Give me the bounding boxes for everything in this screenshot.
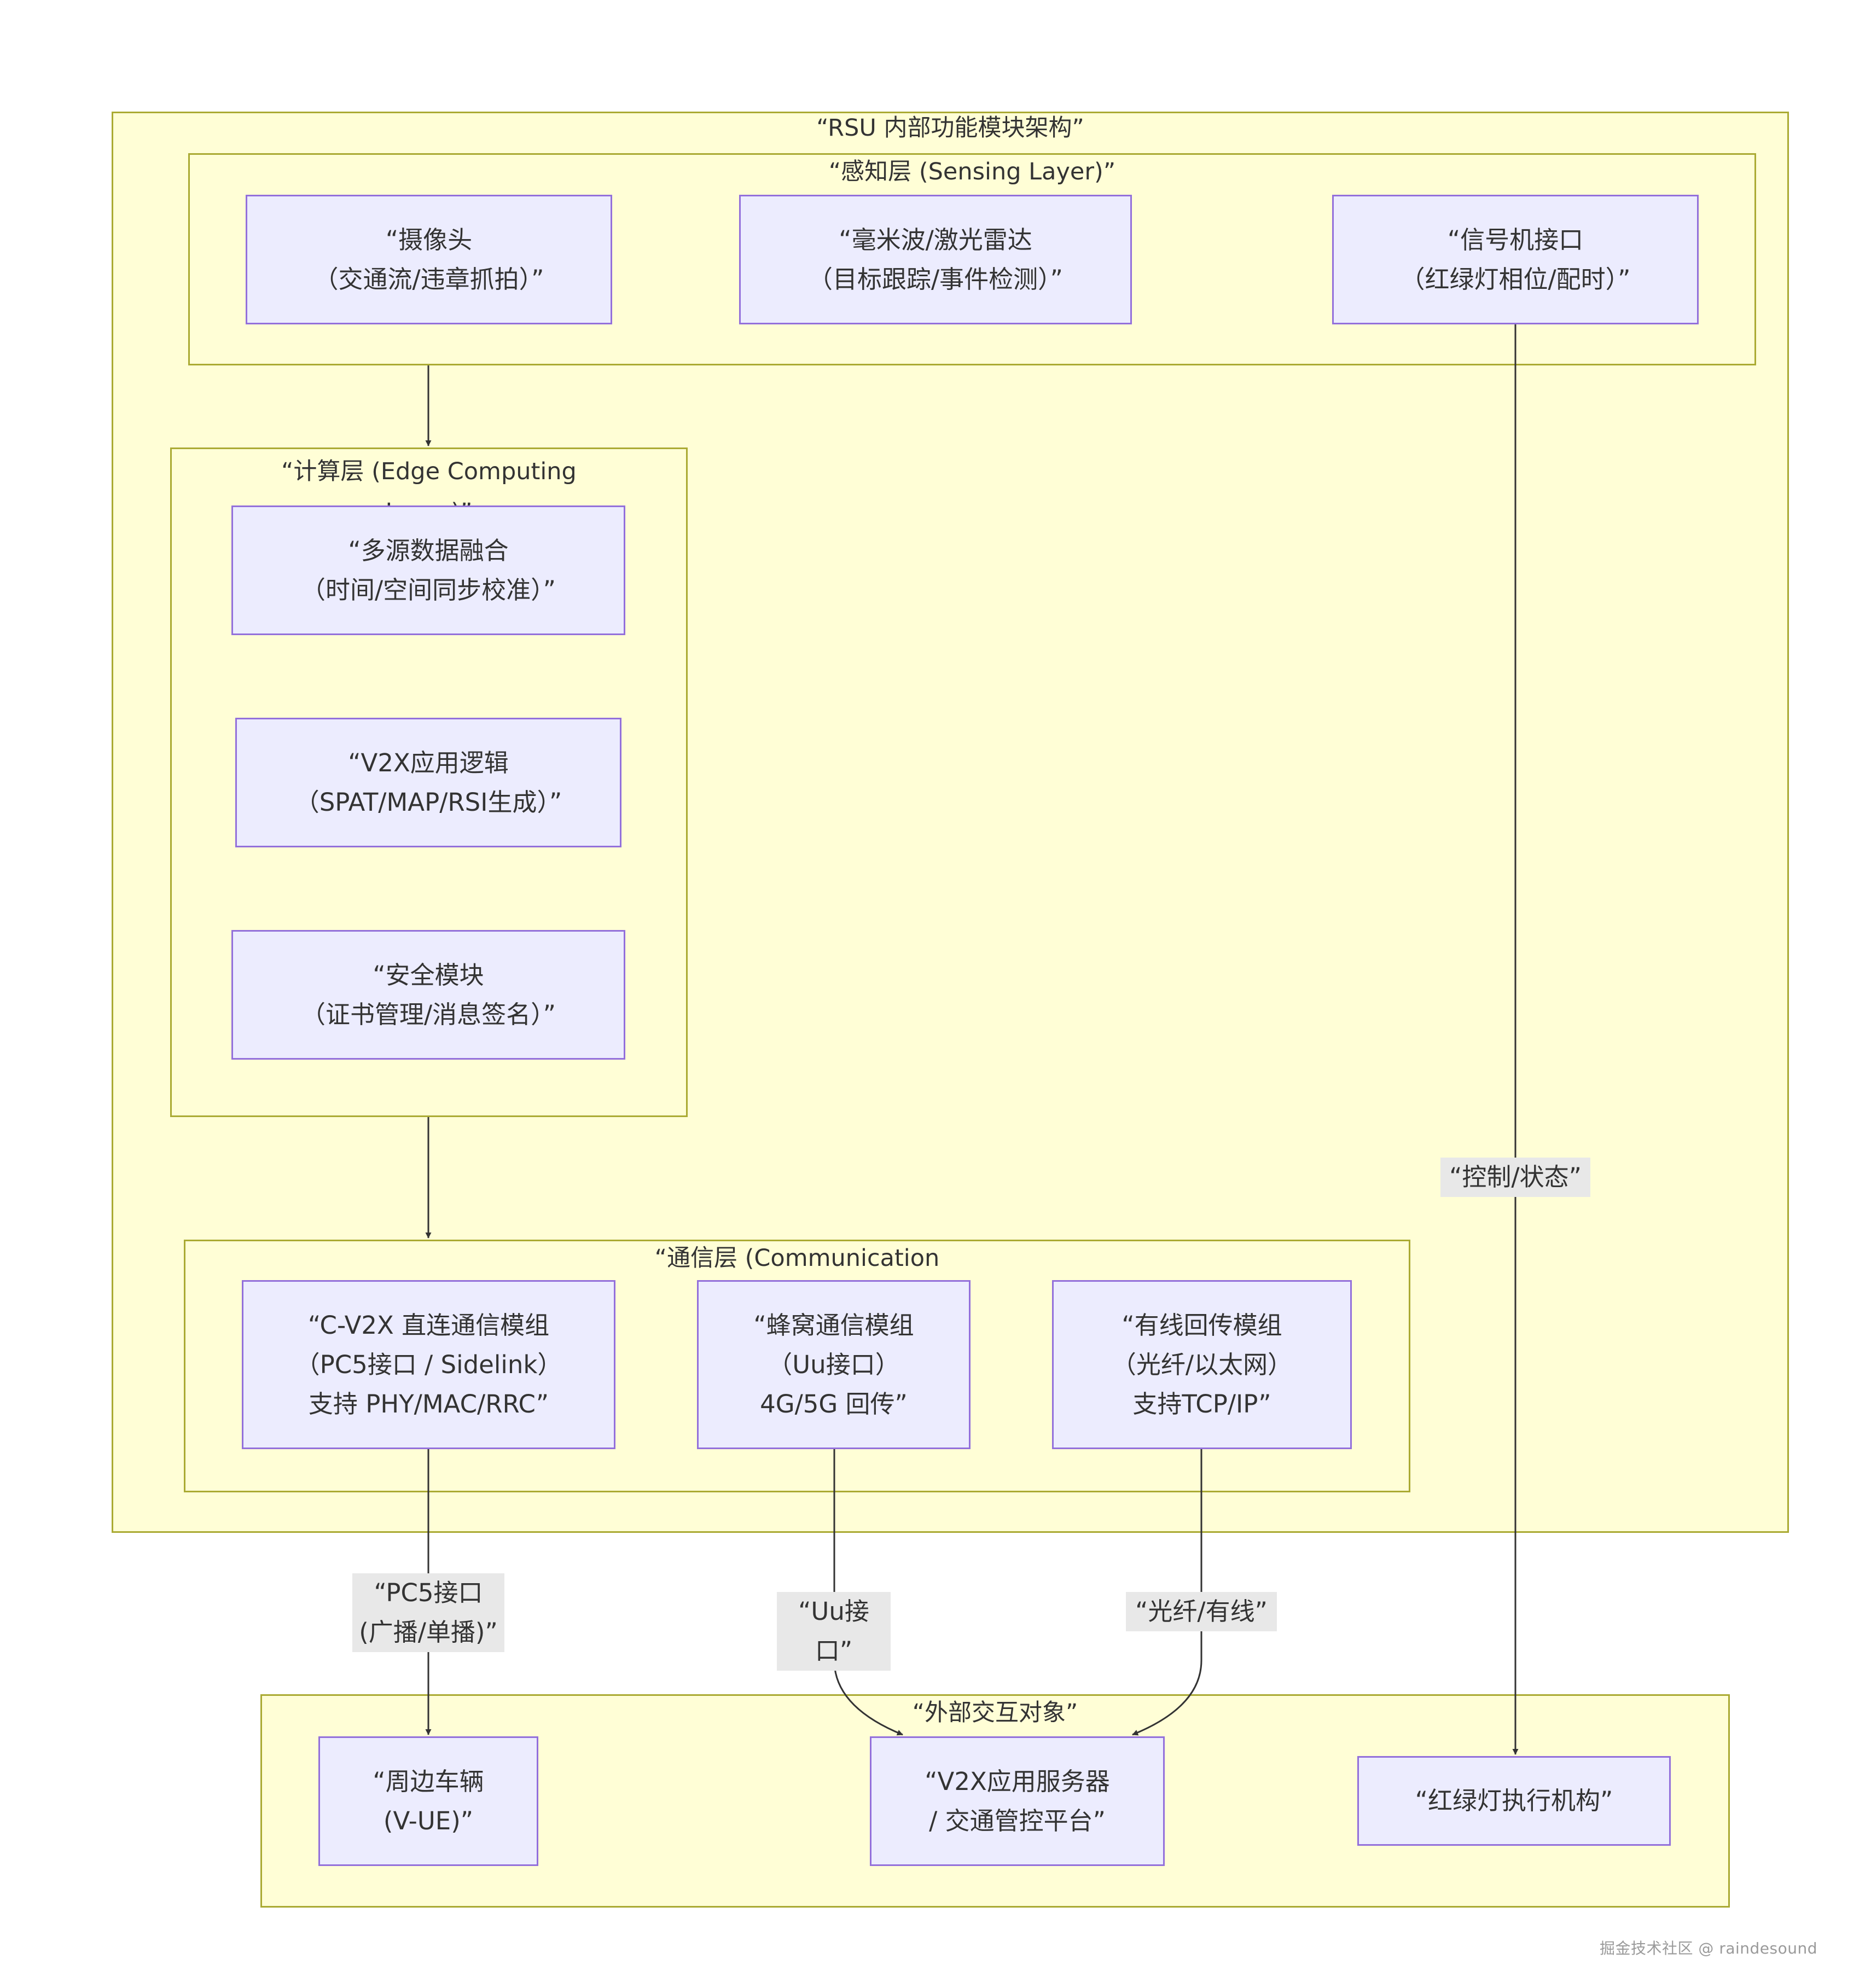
cluster-rsu-title: “RSU 内部功能模块架构” bbox=[816, 114, 1084, 142]
edge-label-fiber: “光纤/有线” bbox=[1126, 1592, 1277, 1631]
node-security: “安全模块 （证书管理/消息签名）” bbox=[231, 930, 625, 1060]
watermark: 掘金技术社区 @ raindesound bbox=[1600, 1939, 1817, 1957]
node-cellular: “蜂窝通信模组 （Uu接口） 4G/5G 回传” bbox=[697, 1280, 971, 1449]
node-v2x-logic: “V2X应用逻辑 （SPAT/MAP/RSI生成）” bbox=[235, 718, 621, 847]
edge-label-control-status: “控制/状态” bbox=[1440, 1158, 1590, 1197]
cluster-communication-title: “通信层 (Communication bbox=[654, 1245, 940, 1272]
cluster-sensing-title: “感知层 (Sensing Layer)” bbox=[828, 158, 1116, 185]
node-signal-interface: “信号机接口 （红绿灯相位/配时）” bbox=[1332, 195, 1699, 324]
node-vehicles: “周边车辆 (V-UE)” bbox=[318, 1736, 538, 1866]
node-radar: “毫米波/激光雷达 （目标跟踪/事件检测）” bbox=[739, 195, 1132, 324]
edge-wired-to-server bbox=[1132, 1449, 1202, 1736]
cluster-external-title: “外部交互对象” bbox=[912, 1699, 1078, 1727]
edge-label-uu: “Uu接口” bbox=[777, 1592, 891, 1671]
node-server: “V2X应用服务器 / 交通管控平台” bbox=[870, 1736, 1165, 1866]
node-cv2x: “C-V2X 直连通信模组 （PC5接口 / Sidelink） 支持 PHY/… bbox=[242, 1280, 615, 1449]
node-wired: “有线回传模组 （光纤/以太网） 支持TCP/IP” bbox=[1052, 1280, 1352, 1449]
edge-label-pc5: “PC5接口 (广播/单播)” bbox=[352, 1573, 504, 1652]
node-actuator: “红绿灯执行机构” bbox=[1357, 1756, 1671, 1846]
node-fusion: “多源数据融合 （时间/空间同步校准）” bbox=[231, 505, 625, 635]
node-camera: “摄像头 （交通流/违章抓拍）” bbox=[246, 195, 612, 324]
